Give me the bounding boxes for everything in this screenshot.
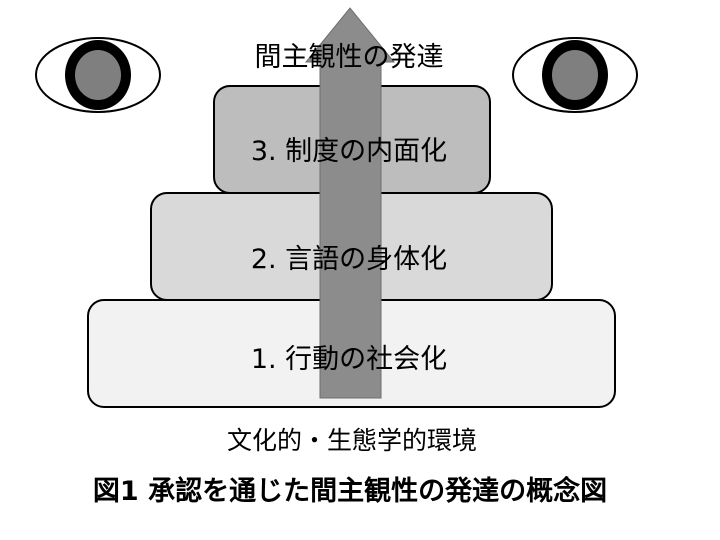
top-label: 間主観性の発達 <box>255 42 444 73</box>
right-eye-icon <box>512 37 638 113</box>
level-2-label: 2. 言語の身体化 <box>251 244 447 275</box>
development-arrow <box>304 7 396 399</box>
base-label: 文化的・生態学的環境 <box>227 426 477 455</box>
level-1-label: 1. 行動の社会化 <box>251 344 447 375</box>
left-eye-icon <box>35 37 161 113</box>
level-3-label: 3. 制度の内面化 <box>251 136 447 167</box>
figure-caption: 図1 承認を通じた間主観性の発達の概念図 <box>93 475 607 507</box>
